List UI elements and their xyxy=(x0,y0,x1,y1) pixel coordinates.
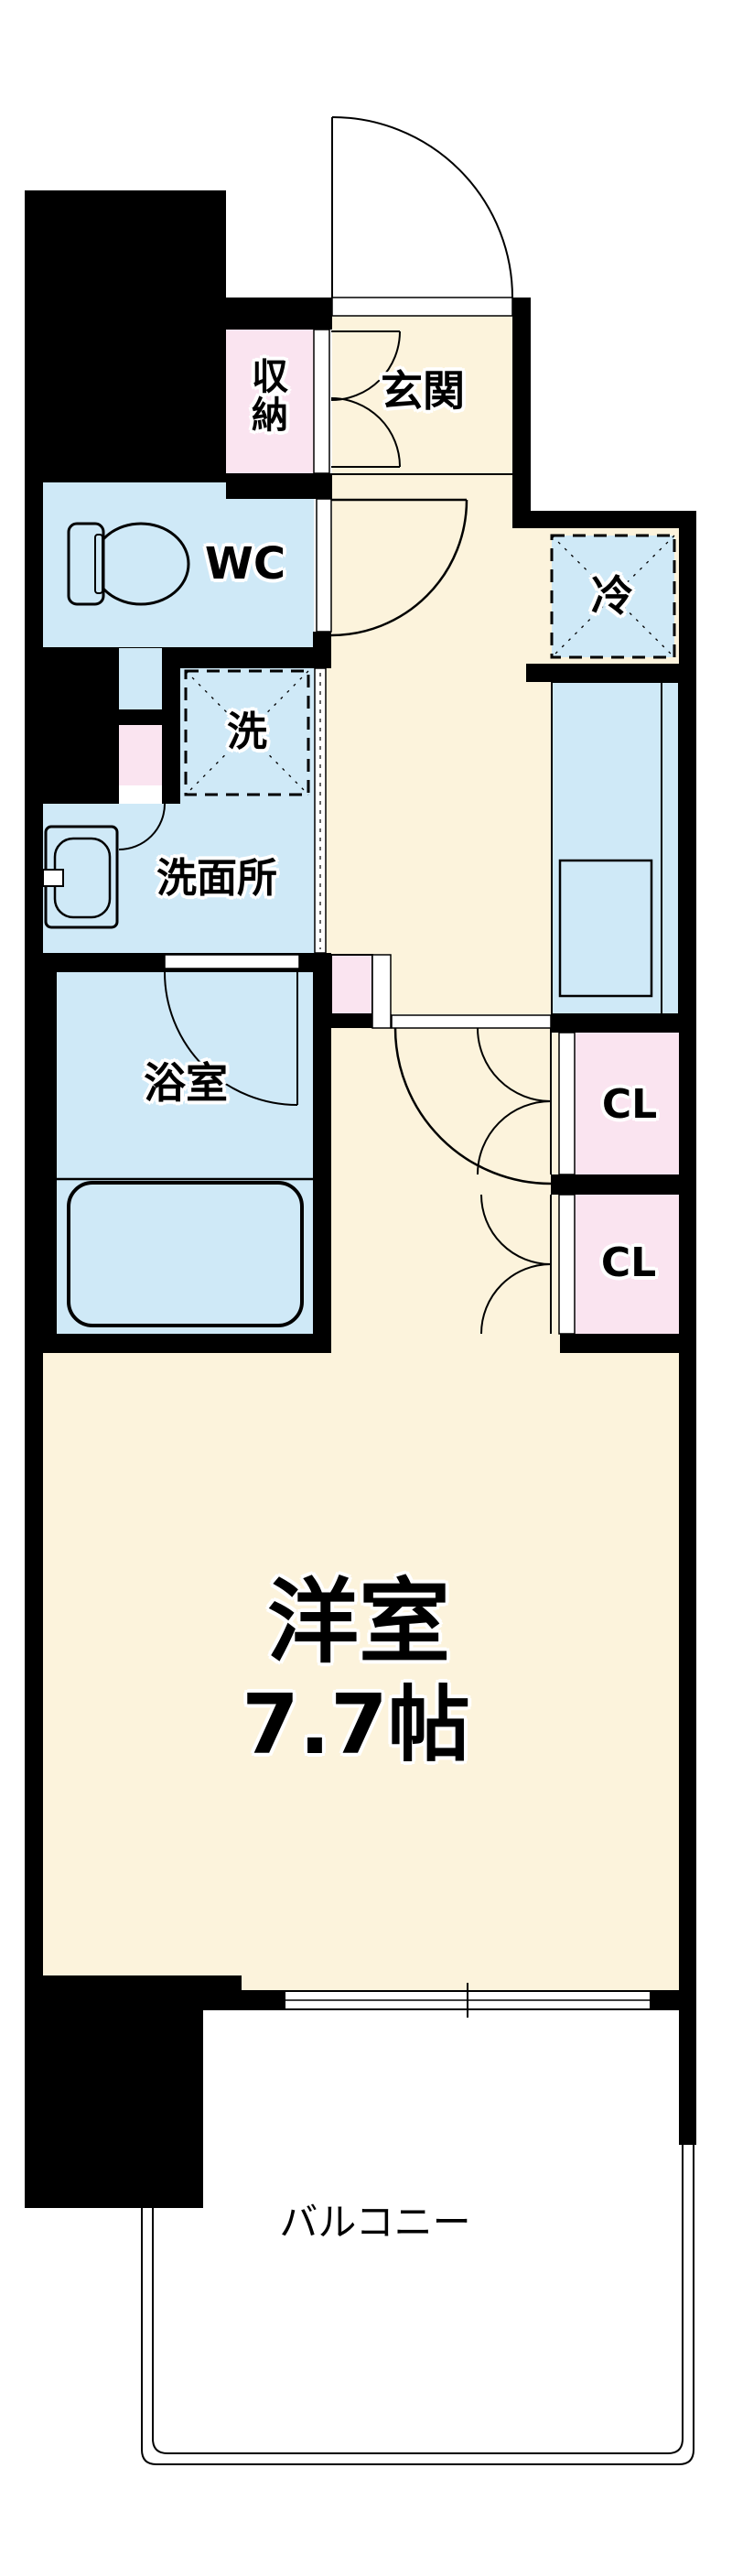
closet-upper-folding-door xyxy=(477,1027,552,1175)
storage-door-opening xyxy=(313,329,330,474)
door-openings xyxy=(119,297,576,1335)
western-room-upper-floor xyxy=(331,1028,679,1353)
closet-upper-door xyxy=(558,1032,576,1175)
sink-icon xyxy=(42,825,119,929)
pipe-space xyxy=(330,954,373,1015)
hall-door-post xyxy=(371,954,392,1029)
balcony-window xyxy=(285,1983,650,2018)
western-room-label: 洋室 xyxy=(267,1568,450,1676)
washroom-label: 洗面所 xyxy=(156,854,277,902)
refrigerator-label: 冷 xyxy=(591,570,633,621)
kitchen-counter-area xyxy=(551,681,680,1015)
kitchen-sink-icon xyxy=(558,859,653,998)
walls xyxy=(25,190,696,2208)
bathtub-icon xyxy=(67,1181,304,1327)
main-room-door-threshold xyxy=(391,1014,552,1029)
toilet-door-opening xyxy=(316,498,332,633)
storage-label: 収納 xyxy=(252,356,288,437)
closet-lower-folding-door xyxy=(480,1194,552,1335)
entrance-door-swing xyxy=(331,116,513,298)
entrance-door-threshold xyxy=(331,297,513,317)
wall-niche-blue xyxy=(119,648,162,709)
door-swings xyxy=(118,116,552,1335)
closet-lower-label: CL xyxy=(600,1239,657,1286)
washroom-door-swing xyxy=(118,803,166,850)
closet-lower-door xyxy=(558,1194,576,1335)
balcony-railing xyxy=(141,2145,694,2465)
bathroom-door-threshold xyxy=(164,954,300,969)
structure-lines xyxy=(57,473,662,1334)
washroom-floor xyxy=(43,647,323,953)
bathroom-label: 浴室 xyxy=(144,1057,228,1108)
washroom-door-hinge xyxy=(119,785,162,804)
washroom-sliding-door xyxy=(314,667,327,954)
western-room-size: 7.7帖 xyxy=(242,1676,470,1773)
entrance-label: 玄関 xyxy=(381,365,465,416)
entrance-step-floor xyxy=(332,473,512,528)
wall-niche-pink xyxy=(119,725,162,785)
toilet-icon xyxy=(67,522,190,606)
toilet-label: WC xyxy=(204,537,286,590)
washer-label: 洗 xyxy=(227,708,267,755)
balcony-label: バルコニー xyxy=(279,2199,471,2245)
bathroom-floor xyxy=(57,972,313,1334)
closet-upper-label: CL xyxy=(601,1080,658,1128)
fixtures xyxy=(42,522,653,1327)
main-room-door-swing xyxy=(393,1027,552,1185)
toilet-door-swing xyxy=(330,498,468,637)
